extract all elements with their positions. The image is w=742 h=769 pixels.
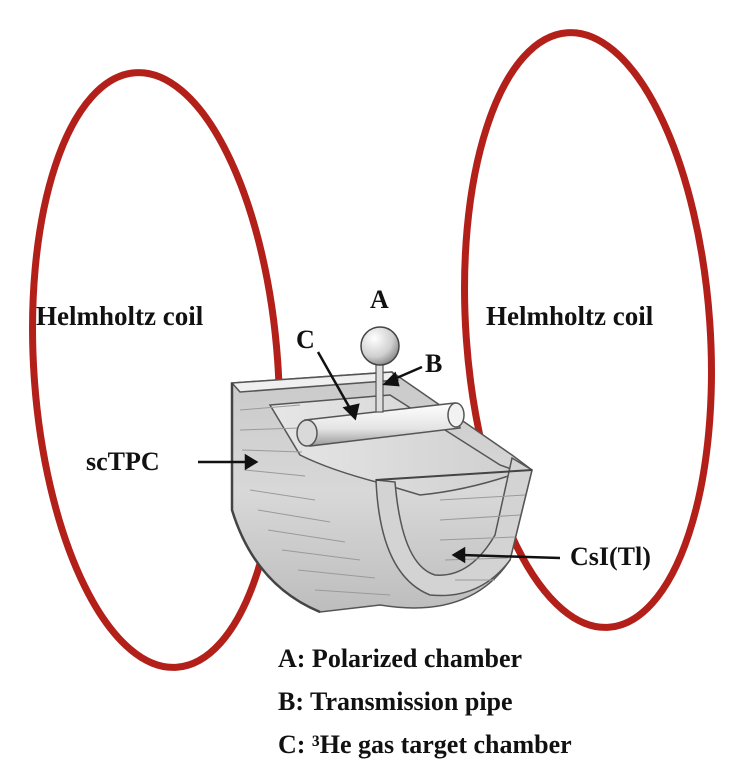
- right-helmholtz-coil: [461, 29, 715, 631]
- front-rim: [230, 383, 321, 614]
- pointer-arrows: [198, 351, 561, 564]
- label-sctpc: scTPC: [86, 447, 160, 476]
- transmission-pipe: [375, 361, 384, 413]
- label-c: C: [296, 325, 315, 354]
- legend-item-b: B: Transmission pipe: [278, 687, 513, 716]
- arrow-c: [316, 351, 354, 413]
- legend-item-a: A: Polarized chamber: [278, 644, 522, 673]
- crystal-segment-lines: [239, 404, 526, 596]
- label-csi: CsI(Tl): [570, 542, 651, 571]
- back-wall-top: [230, 371, 400, 393]
- right-rim: [375, 469, 533, 481]
- polarized-chamber: [360, 326, 400, 366]
- legend: A: Polarized chamber B: Transmission pip…: [278, 644, 572, 759]
- legend-item-c: C: ³He gas target chamber: [278, 730, 572, 759]
- arrow-csi: [461, 553, 561, 560]
- gas-target-chamber: [296, 402, 465, 447]
- label-helmholtz-right: Helmholtz coil: [486, 301, 654, 331]
- label-a: A: [370, 285, 389, 314]
- label-b: B: [425, 349, 442, 378]
- label-helmholtz-left: Helmholtz coil: [36, 301, 204, 331]
- left-helmholtz-coil: [29, 69, 283, 671]
